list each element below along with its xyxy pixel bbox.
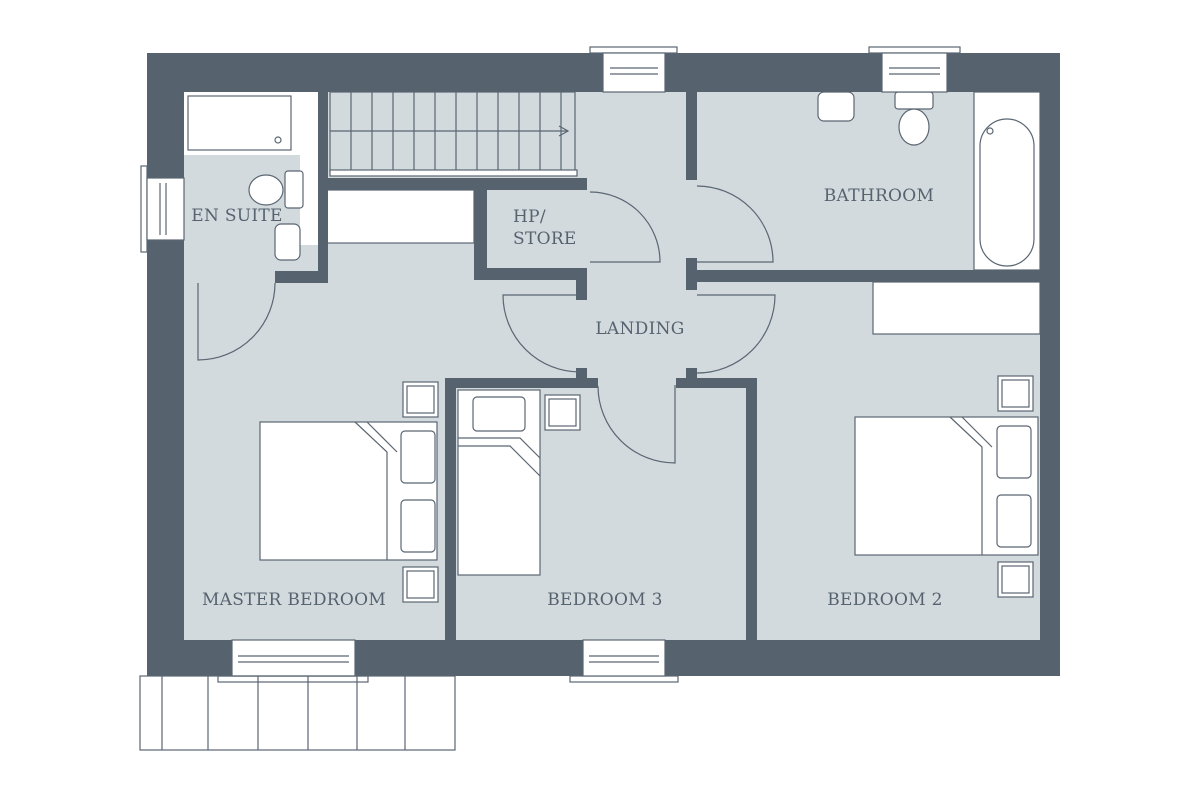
door-bedroom-2: [696, 294, 776, 374]
wardrobe: [872, 281, 1041, 335]
room-label-hp-store: HP/: [513, 207, 546, 227]
bedroom-2-bed: [854, 375, 1039, 598]
bathroom-fixtures: [817, 91, 1041, 271]
door-en-suite: [197, 282, 276, 361]
doors: [197, 185, 776, 464]
walls: [147, 53, 1060, 676]
toilet-icon: [898, 108, 930, 146]
stair-direction-arrow: [558, 125, 570, 137]
room-label-bedroom-3: BEDROOM 3: [547, 590, 663, 610]
room-label-hp-store-2: STORE: [513, 229, 577, 249]
room-label-bedroom-2: BEDROOM 2: [827, 590, 943, 610]
basin-icon: [274, 223, 301, 261]
door-bathroom: [696, 185, 774, 263]
bedroom-3-bed: [457, 389, 581, 576]
master-bed: [259, 381, 439, 603]
door-master-bedroom: [502, 294, 581, 373]
door-hp-store: [589, 191, 661, 263]
en-suite-fixtures: [184, 92, 318, 261]
room-label-bathroom: BATHROOM: [824, 186, 934, 206]
room-label-master-bedroom: MASTER BEDROOM: [202, 590, 386, 610]
toilet-icon: [248, 174, 284, 206]
decking: [139, 675, 456, 751]
toilet-cistern: [894, 91, 934, 110]
door-bedroom-3: [597, 385, 676, 464]
basin-icon: [817, 91, 855, 122]
bath-icon: [979, 118, 1035, 267]
toilet-cistern: [284, 170, 304, 209]
room-label-en-suite: EN SUITE: [191, 206, 283, 226]
cupboard: [326, 189, 475, 244]
room-label-landing: LANDING: [595, 319, 684, 339]
